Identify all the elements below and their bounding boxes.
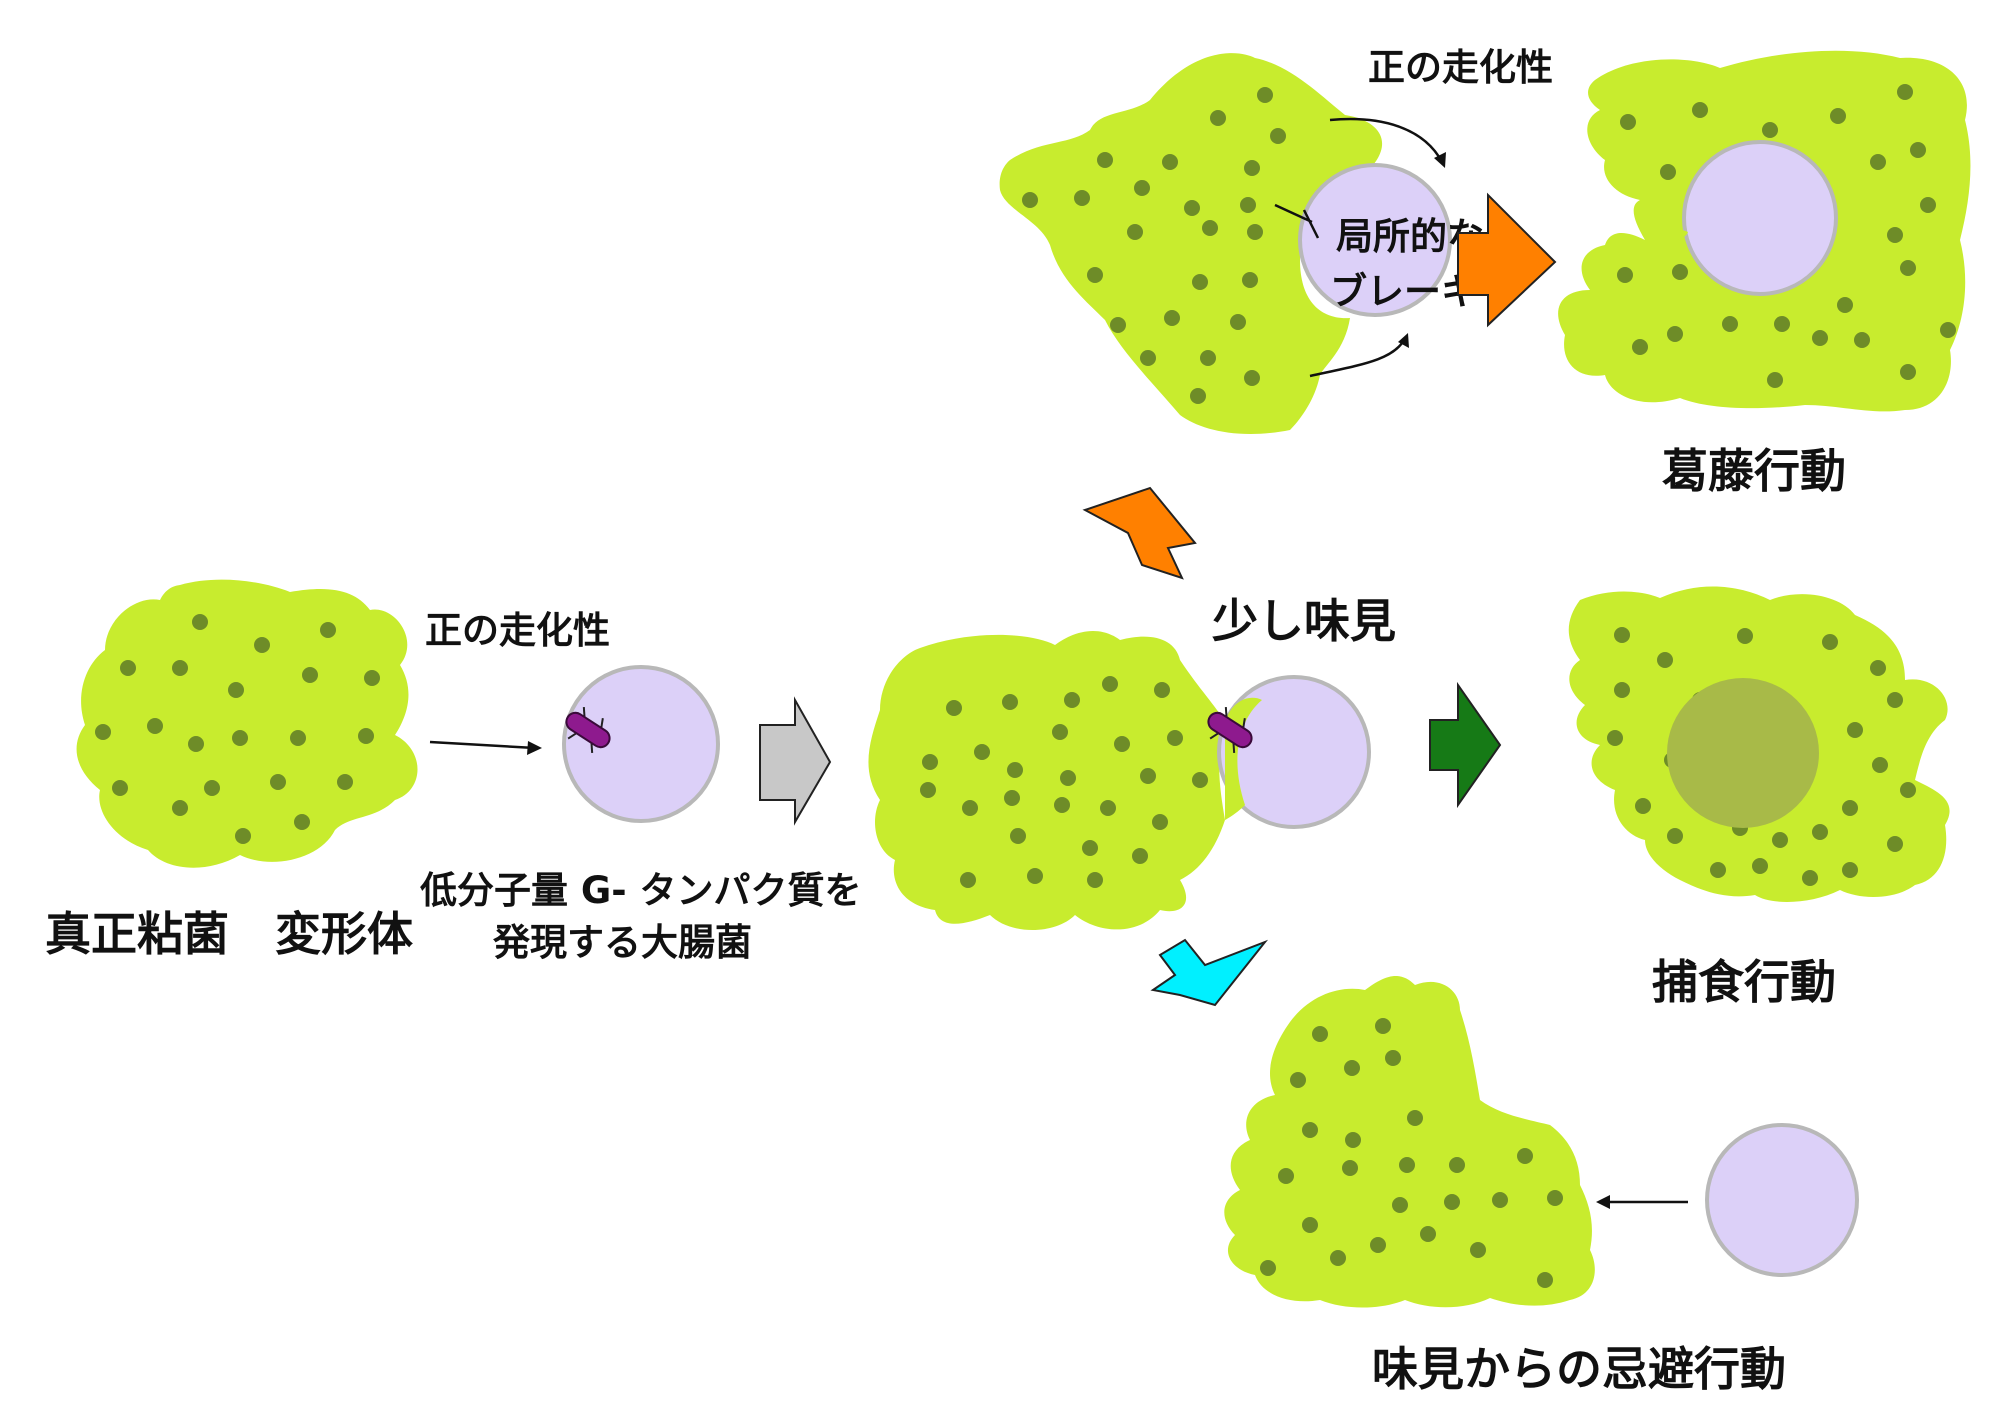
ecoli-icon: [565, 706, 611, 754]
cell-cleft: [1645, 228, 1688, 243]
plasmodium-cell-brake: [999, 53, 1383, 435]
cell-granules: [1607, 627, 1916, 886]
plasmodium-title: 真正粘菌 変形体: [45, 907, 413, 961]
chemotaxis-left-arrow: [429, 740, 536, 750]
cell-granules: [1260, 1018, 1563, 1288]
food-particle: [1298, 163, 1452, 317]
food-particle: [1682, 140, 1838, 296]
cyan-down-arrow: [1150, 938, 1269, 1007]
chemotaxis-top-arrow-upper: [1329, 117, 1444, 163]
chemotaxis-left-label: 正の走化性: [425, 609, 610, 652]
chemotaxis-left-arrowhead: [527, 741, 542, 755]
plasmodium-cell-tasting: [868, 630, 1225, 930]
engulfed-food-particle: [1667, 678, 1819, 828]
plasmodium-cell-conflict: [1558, 50, 1971, 412]
brake-inhibition-symbol: [1274, 203, 1320, 239]
cell-body: [868, 630, 1225, 930]
cell-body: [1224, 975, 1595, 1308]
food-particle: [562, 665, 720, 823]
ecoli-caption-line1: 低分子量 G- タンパク質を: [420, 869, 862, 912]
cell-granules: [1617, 84, 1956, 388]
cell-granules: [920, 676, 1208, 888]
green-right-arrow: [1429, 681, 1502, 809]
cell-granules: [1022, 87, 1286, 404]
conflict-behavior-label: 葛藤行動: [1662, 444, 1846, 498]
plasmodium-cell-feeding: [1568, 586, 1950, 902]
food-particle-ecoli: [562, 665, 720, 823]
avoidance-arrowhead: [1596, 1195, 1610, 1209]
ecoli-caption-line2: 発現する大腸菌: [492, 921, 752, 964]
orange-right-arrow: [1457, 192, 1557, 328]
feeding-behavior-label: 捕食行動: [1652, 955, 1836, 1009]
brake-label-line2: ブレーキ: [1330, 270, 1478, 313]
food-particle: [1217, 675, 1371, 829]
plasmodium-cell-avoidance: [1224, 975, 1595, 1308]
orange-up-arrow: [1082, 486, 1197, 580]
food-particle-ecoli-tasting: [1207, 675, 1371, 829]
cell-body: [76, 579, 418, 868]
food-particle-avoided: [1705, 1123, 1859, 1277]
tasting-label: 少し味見: [1212, 594, 1396, 648]
chemotaxis-top-arrowhead-upper: [1434, 152, 1446, 168]
cell-granules: [95, 614, 380, 844]
cell-body: [999, 53, 1383, 435]
chemotaxis-top-label: 正の走化性: [1368, 46, 1553, 89]
food-particle-brake: [1298, 163, 1452, 317]
chemotaxis-top-arrow-lower: [1309, 337, 1407, 378]
chemotaxis-top-arrowhead-lower: [1398, 333, 1409, 348]
ecoli-icon: [1207, 706, 1253, 754]
plasmodium-cell-initial: [76, 579, 418, 868]
gray-block-arrow: [759, 696, 832, 826]
avoidance-behavior-label: 味見からの忌避行動: [1372, 1342, 1786, 1396]
